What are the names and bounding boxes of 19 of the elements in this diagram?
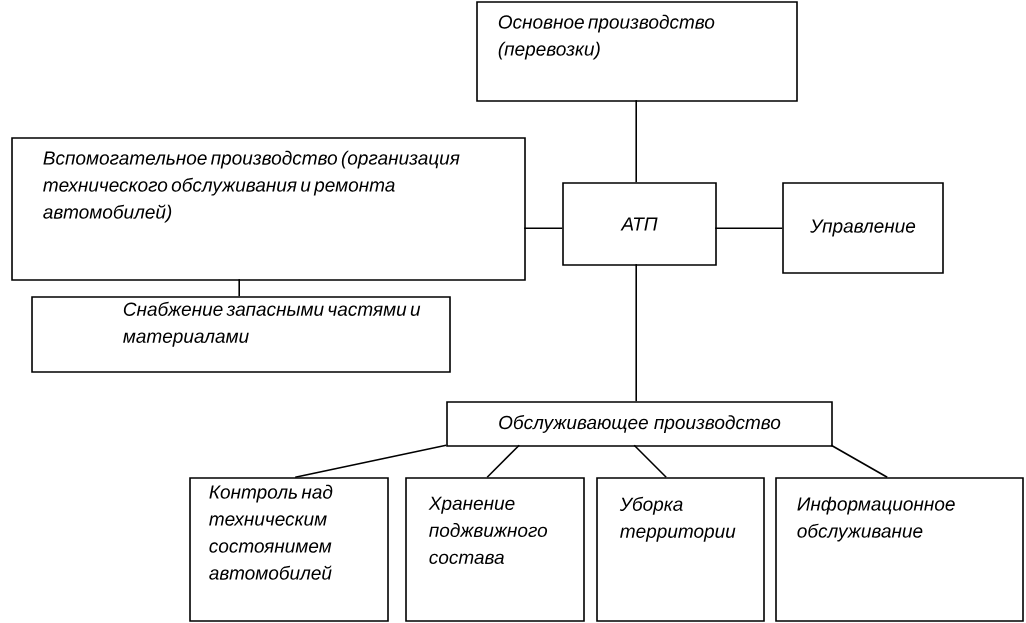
- process-box: Обслуживающее производство: [446, 401, 833, 447]
- connector-line: [830, 444, 888, 478]
- process-box: Вспомогательное производство (организация технического обслуживания и ремонта автомобилей): [11, 137, 526, 281]
- connector-line: [635, 263, 637, 402]
- process-box: Снабжение запасными частями и материалами: [31, 296, 451, 373]
- connector-line: [635, 99, 637, 183]
- connector-line: [633, 444, 667, 478]
- process-box: Хранение поджвижного состава: [405, 477, 585, 622]
- process-box: Управление: [782, 182, 944, 274]
- connector-line: [714, 227, 783, 229]
- process-box: Контроль над техническим состоянимем автомобилей: [189, 477, 389, 622]
- connector-line: [294, 444, 447, 478]
- process-box: Информационное обслуживание: [775, 477, 1024, 622]
- process-box: Уборка территории: [596, 477, 765, 622]
- process-box: Основное производство (перевозки): [476, 1, 798, 102]
- connector-line: [486, 444, 520, 478]
- connector-line: [238, 278, 240, 297]
- connector-line: [523, 227, 563, 229]
- process-box: АТП: [562, 182, 717, 266]
